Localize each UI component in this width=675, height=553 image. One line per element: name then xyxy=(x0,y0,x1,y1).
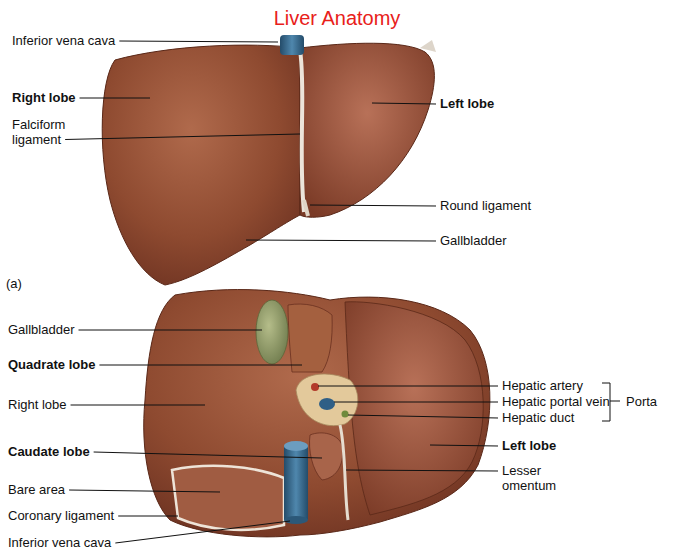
leader-line xyxy=(118,516,178,517)
leader-line xyxy=(119,41,278,42)
leader-line xyxy=(80,98,150,99)
leader-line xyxy=(430,445,498,446)
part-label: Inferior vena cava xyxy=(8,535,111,550)
lesser-omentum-shape xyxy=(340,425,348,520)
left-lobe-shape xyxy=(300,43,434,217)
leader-line xyxy=(99,365,302,366)
part-label: Left lobe xyxy=(502,438,556,453)
leader-lines xyxy=(65,41,620,543)
portal-vein-shape xyxy=(319,398,335,410)
vena-cava-bottom xyxy=(284,516,308,524)
part-label: (a) xyxy=(6,276,22,291)
part-label: Hepatic artery xyxy=(502,378,583,393)
visceral-liver xyxy=(144,290,490,537)
part-label: Gallbladder xyxy=(440,233,507,248)
leader-line xyxy=(346,470,498,471)
porta-region xyxy=(296,374,358,426)
leader-line xyxy=(348,415,498,418)
hepatic-duct-shape xyxy=(342,411,349,418)
leader-line xyxy=(69,490,220,492)
part-label: Hepatic portal vein xyxy=(502,394,610,409)
part-label: Lesser omentum xyxy=(502,463,566,493)
vena-cava-shape xyxy=(280,35,304,55)
part-label: Right lobe xyxy=(8,397,67,412)
ligament-shape xyxy=(420,40,436,52)
part-label: Quadrate lobe xyxy=(8,357,95,372)
part-label: Round ligament xyxy=(440,198,531,213)
leader-line xyxy=(310,205,436,206)
part-label: Porta xyxy=(626,394,657,409)
leader-line xyxy=(334,402,498,403)
part-label: Caudate lobe xyxy=(8,444,90,459)
part-label: Bare area xyxy=(8,482,65,497)
leader-line xyxy=(94,452,322,458)
part-label: Hepatic duct xyxy=(502,410,574,425)
vena-cava-top xyxy=(284,441,308,451)
leader-line xyxy=(372,103,436,104)
left-lobe-region xyxy=(345,302,483,515)
right-lobe-shape xyxy=(102,45,300,285)
part-label: Left lobe xyxy=(440,96,494,111)
leader-line xyxy=(115,521,290,543)
liver-outline xyxy=(144,290,490,537)
leader-line xyxy=(318,386,498,387)
leader-line xyxy=(71,405,205,406)
part-label: Coronary ligament xyxy=(8,508,114,523)
round-ligament-shape xyxy=(304,200,308,216)
quadrate-lobe-region xyxy=(288,304,332,372)
leader-line xyxy=(79,330,263,331)
hepatic-artery-shape xyxy=(311,383,319,391)
bare-area-region xyxy=(172,466,284,530)
caudate-lobe-region xyxy=(310,433,343,480)
leader-line xyxy=(65,134,300,140)
leader-line xyxy=(246,240,436,241)
diagram-title: Liver Anatomy xyxy=(274,6,401,30)
part-label: Gallbladder xyxy=(8,322,75,337)
gallbladder-shape xyxy=(256,300,288,364)
part-label: Right lobe xyxy=(12,90,76,105)
part-label: Falciform ligament xyxy=(12,117,84,147)
anterior-liver xyxy=(102,35,436,285)
part-label: Inferior vena cava xyxy=(12,33,115,48)
falciform-ligament-shape xyxy=(300,50,304,212)
